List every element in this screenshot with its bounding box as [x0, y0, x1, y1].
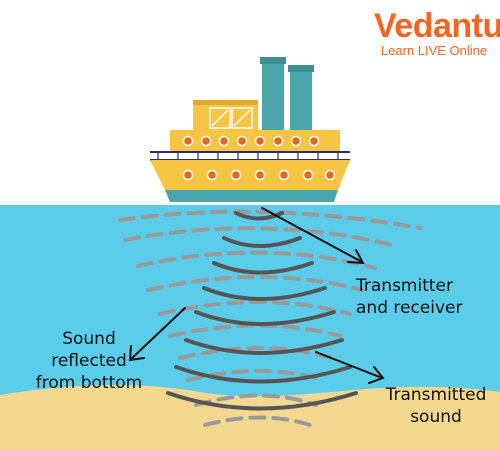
ship-keel — [165, 190, 338, 202]
vedantu-logo: Vedantu Learn LIVE Online — [374, 7, 500, 58]
arrow-reflected — [129, 307, 186, 361]
transmitted-waves — [166, 211, 358, 411]
arrow-transmitter — [261, 207, 363, 263]
ship-funnel-left — [262, 60, 284, 135]
label-sound-reflected: Sound reflected from bottom — [35, 329, 143, 393]
brand-name: Vedantu — [374, 7, 500, 45]
label-transmitted-sound: Transmitted sound — [385, 385, 487, 427]
arrow-transmitted — [315, 351, 383, 379]
ship-funnel-right — [290, 68, 312, 135]
ship-cabin — [193, 100, 258, 132]
ship — [150, 57, 350, 202]
ship-portholes-upper — [182, 135, 320, 147]
ship-portholes-hull — [182, 169, 336, 181]
ship-hull — [150, 160, 350, 190]
reflected-waves — [118, 209, 422, 427]
label-transmitter-receiver: Transmitter and receiver — [356, 276, 463, 318]
brand-tagline: Learn LIVE Online — [380, 43, 488, 58]
arrows — [128, 207, 385, 384]
